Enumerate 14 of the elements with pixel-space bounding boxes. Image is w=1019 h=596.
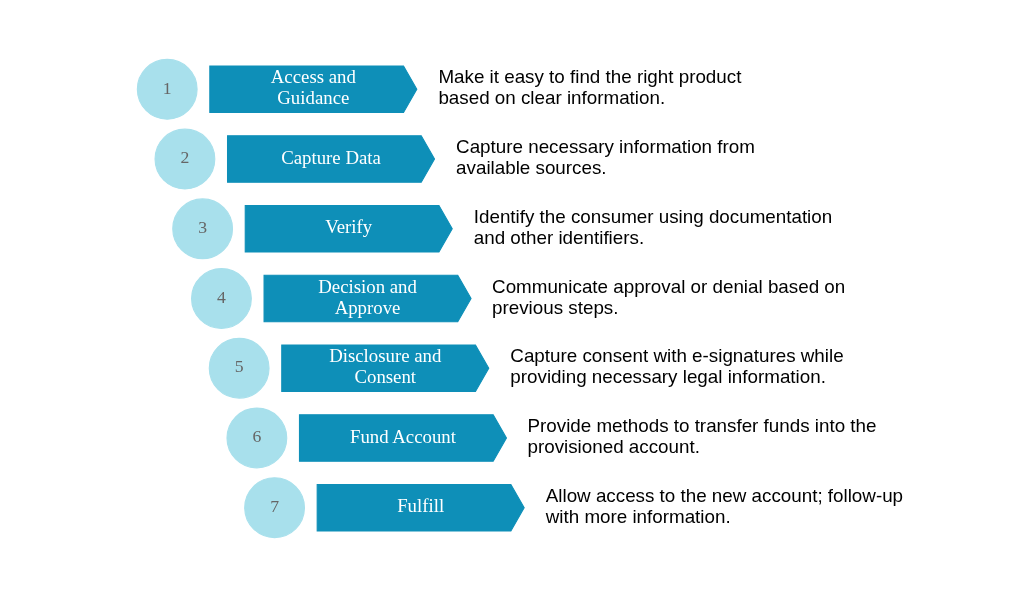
node-label: Identify the consumer using documentation and other identifiers. [473,205,833,248]
node-circle: 7 [244,476,305,538]
node-circle: 6 [226,407,288,468]
node-circle: 1 [136,58,198,120]
node-circle: 2 [154,128,216,189]
node-circle: 3 [172,197,234,259]
node-circle: 4 [191,267,252,329]
node-label: Communicate approval or denial based on previous steps. [492,275,846,318]
node-label: Allow access to the new account; follow-up with more information. [545,484,904,527]
node-label: Provide methods to transfer funds into the provisioned account. [527,414,877,457]
node-circle: 5 [208,337,270,399]
node-label: Capture necessary information from available sources. [456,135,755,178]
node-label: Make it easy to find the right product based on clear information. [438,65,742,108]
node-label: Capture consent with e-signatures while providing necessary legal information. [510,344,844,387]
